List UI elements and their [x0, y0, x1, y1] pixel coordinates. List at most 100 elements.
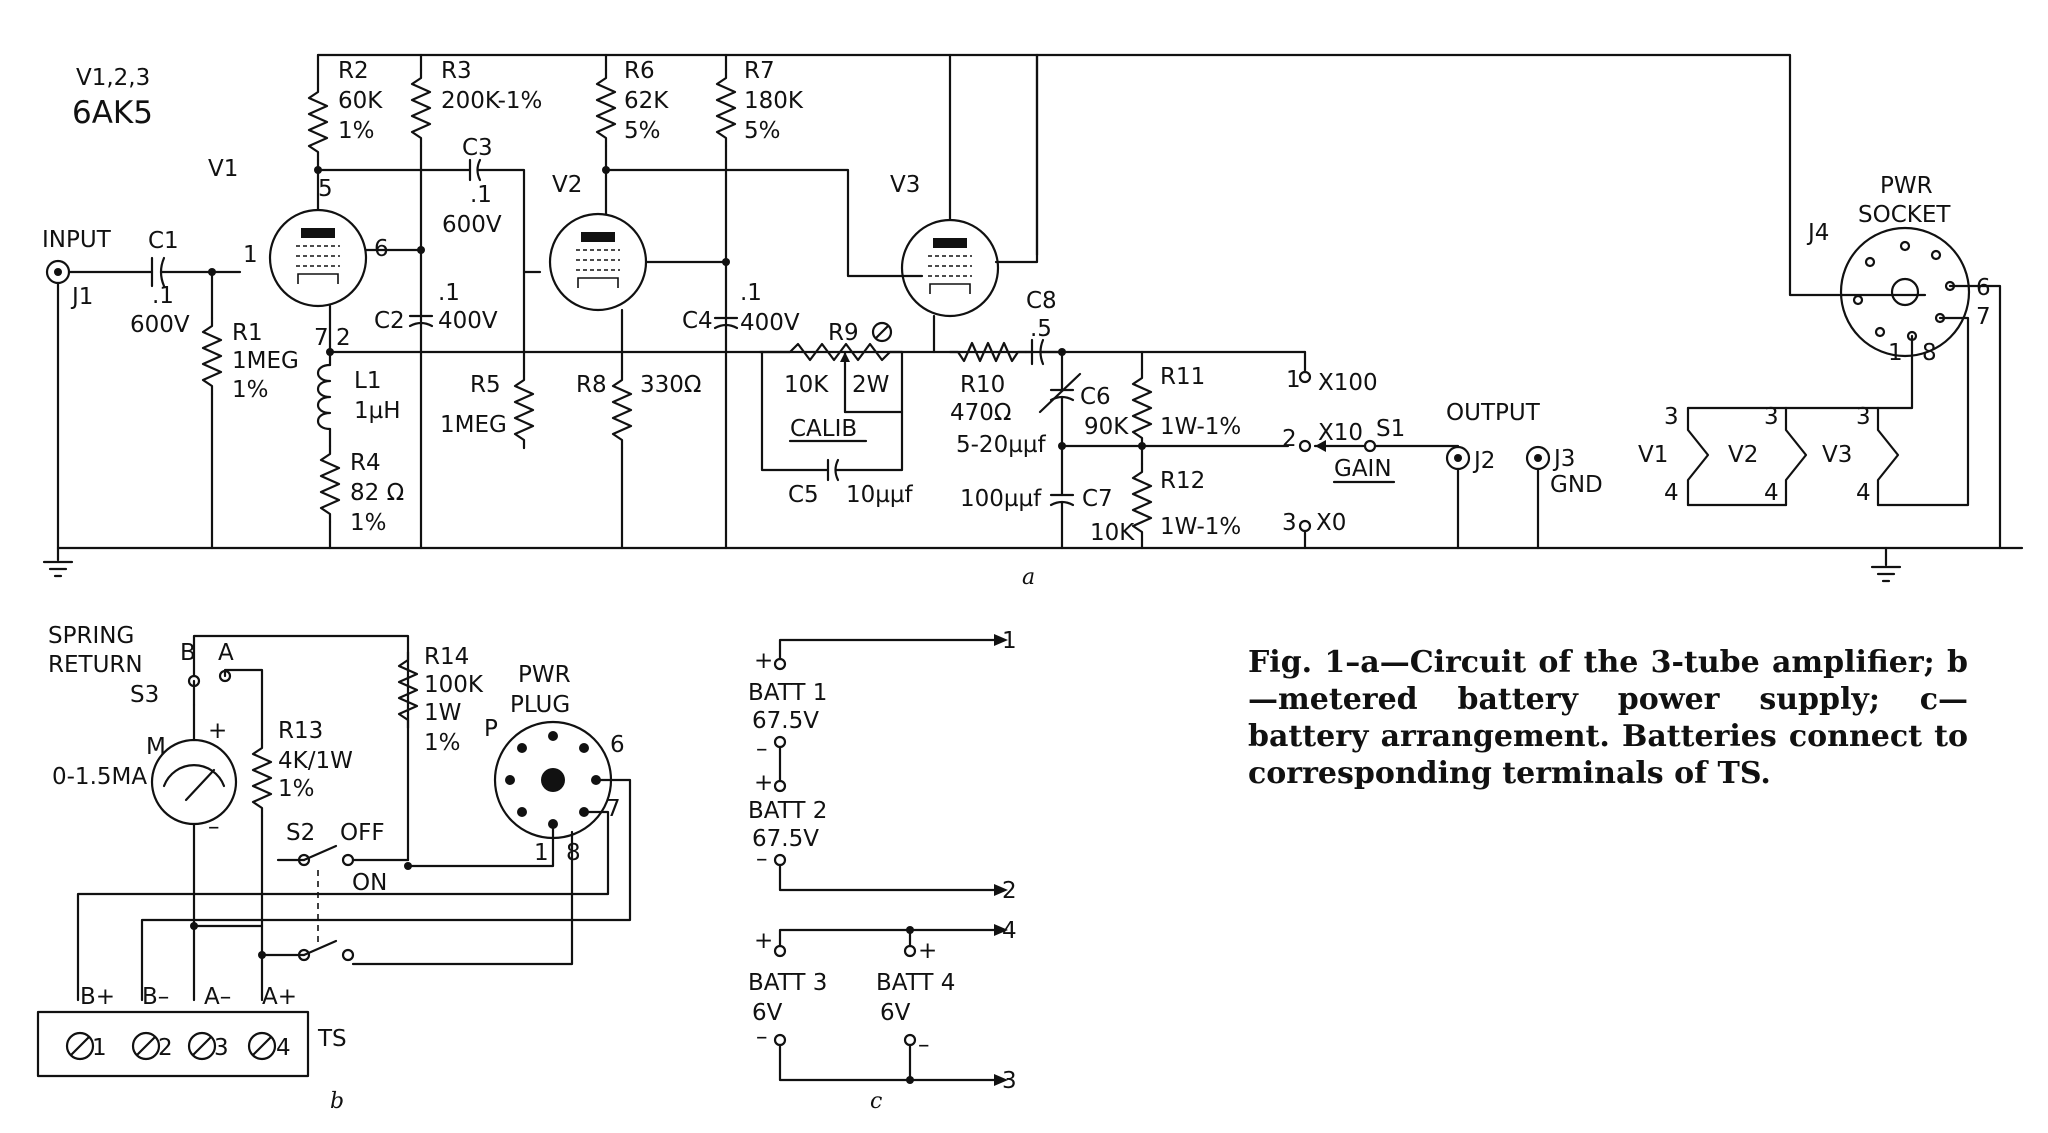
- resistor-r11: [1131, 368, 1153, 448]
- c1-value: .1: [152, 283, 174, 309]
- gnd-jack-j3: [1525, 445, 1551, 550]
- batt2-label: BATT 2: [748, 798, 827, 824]
- r11-label: R11: [1160, 364, 1205, 390]
- r3-label: R3: [441, 58, 472, 84]
- r6-tolerance: 5%: [624, 118, 661, 144]
- s2-on-label: ON: [352, 870, 387, 896]
- power-socket-j4: [1839, 226, 1971, 358]
- x10-label: X10: [1318, 420, 1363, 446]
- tube-type-note-line1: V1,2,3: [76, 65, 150, 91]
- pwr-plug-label-2: PLUG: [510, 692, 570, 718]
- j4-pin1: 1: [1888, 340, 1903, 366]
- batt1-plus: +: [754, 648, 773, 674]
- ts-1: 1: [92, 1035, 107, 1061]
- batt3-voltage: 6V: [752, 1000, 783, 1026]
- r13-value: 4K/1W: [278, 748, 353, 774]
- r4-tolerance: 1%: [350, 510, 387, 536]
- c7-label: C7: [1082, 486, 1113, 512]
- plug-wiring: [76, 778, 632, 1002]
- j4-pin6: 6: [1976, 275, 1991, 301]
- spring-return-label-1: SPRING: [48, 623, 134, 649]
- c2-value: .1: [438, 280, 460, 306]
- c2-voltage: 400V: [438, 308, 498, 334]
- j1-label: J1: [70, 284, 93, 310]
- c3-voltage: 600V: [442, 212, 502, 238]
- r2-value: 60K: [338, 88, 383, 114]
- resistor-r7: [715, 68, 737, 148]
- r10-label: R10: [960, 372, 1005, 398]
- heater-v3-label: V3: [1822, 442, 1852, 468]
- r9-label: R9: [828, 320, 859, 346]
- tube-type-note-line2: 6AK5: [72, 95, 153, 131]
- resistor-r4: [319, 444, 341, 524]
- plug-pin6: 6: [610, 732, 625, 758]
- batt2-plus: +: [754, 770, 773, 796]
- capacitor-c4: [713, 316, 739, 330]
- spring-return-label-2: RETURN: [48, 652, 143, 678]
- r4-label: R4: [350, 450, 381, 476]
- c2-label: C2: [374, 308, 405, 334]
- heater-v1-label: V1: [1638, 442, 1668, 468]
- c3-value: .1: [470, 182, 492, 208]
- c7-value: 100µµf: [960, 486, 1042, 512]
- s1-pos-2: 2: [1282, 426, 1297, 452]
- j4-pin8: 8: [1922, 340, 1937, 366]
- c8-value: .5: [1030, 316, 1052, 342]
- c4-value: .1: [740, 280, 762, 306]
- adjust-screw-icon: [871, 321, 893, 343]
- inductor-l1: [316, 363, 332, 431]
- j4-pin7: 7: [1976, 304, 1991, 330]
- r1-value: 1MEG: [232, 348, 299, 374]
- r3-value: 200K-1%: [441, 88, 542, 114]
- r8-value: 330Ω: [640, 372, 701, 398]
- j3-label: J3: [1552, 446, 1575, 472]
- batt2-voltage: 67.5V: [752, 826, 819, 852]
- c5-value: 10µµf: [846, 482, 914, 508]
- output-jack-j2: [1445, 445, 1471, 550]
- batt2-minus: –: [756, 846, 768, 872]
- capacitor-c2: [408, 314, 434, 328]
- calib-label: CALIB: [790, 416, 857, 442]
- batt1-voltage: 67.5V: [752, 708, 819, 734]
- s2-label: S2: [286, 820, 315, 846]
- r1-tolerance: 1%: [232, 377, 269, 403]
- c6-value: 5-20µµf: [956, 432, 1046, 458]
- c4-voltage: 400V: [740, 310, 800, 336]
- c4-label: C4: [682, 308, 713, 334]
- ts-bminus-label: B–: [142, 984, 169, 1010]
- x100-label: X100: [1318, 370, 1378, 396]
- c1-label: C1: [148, 228, 179, 254]
- ts-bplus-label: B+: [80, 984, 115, 1010]
- r4-value: 82 Ω: [350, 480, 404, 506]
- r12-value: 10K: [1090, 520, 1135, 546]
- plug-pin1: 1: [534, 840, 549, 866]
- tube-v3: [900, 218, 1000, 318]
- v1-pin5: 5: [318, 176, 333, 202]
- r12-label: R12: [1160, 468, 1205, 494]
- c5-label: C5: [788, 482, 819, 508]
- meter-range-label: 0-1.5MA: [52, 764, 147, 790]
- batt-terminal-2: 2: [1002, 878, 1017, 904]
- meter-m: [150, 738, 238, 1002]
- resistor-r6: [595, 68, 617, 148]
- pwr-socket-label-1: PWR: [1880, 173, 1933, 199]
- subfigure-b-label: b: [330, 1089, 344, 1114]
- resistor-r2: [307, 82, 329, 162]
- r13-label: R13: [278, 718, 323, 744]
- heater-v3-pin4: 4: [1856, 480, 1871, 506]
- r9-value: 10K: [784, 372, 829, 398]
- batt3-label: BATT 3: [748, 970, 827, 996]
- batt-terminal-4: 4: [1002, 918, 1017, 944]
- r7-value: 180K: [744, 88, 804, 114]
- gain-label: GAIN: [1334, 456, 1392, 482]
- s3-label: S3: [130, 682, 159, 708]
- plug-pin8: 8: [566, 840, 581, 866]
- ts-3: 3: [214, 1035, 229, 1061]
- ground-rail: [42, 546, 2024, 583]
- meter-m-label: M: [146, 734, 166, 760]
- switch-s3: [187, 634, 410, 862]
- r13-tolerance: 1%: [278, 776, 315, 802]
- r11-wattage: 1W-1%: [1160, 414, 1241, 440]
- resistor-r13: [251, 738, 273, 818]
